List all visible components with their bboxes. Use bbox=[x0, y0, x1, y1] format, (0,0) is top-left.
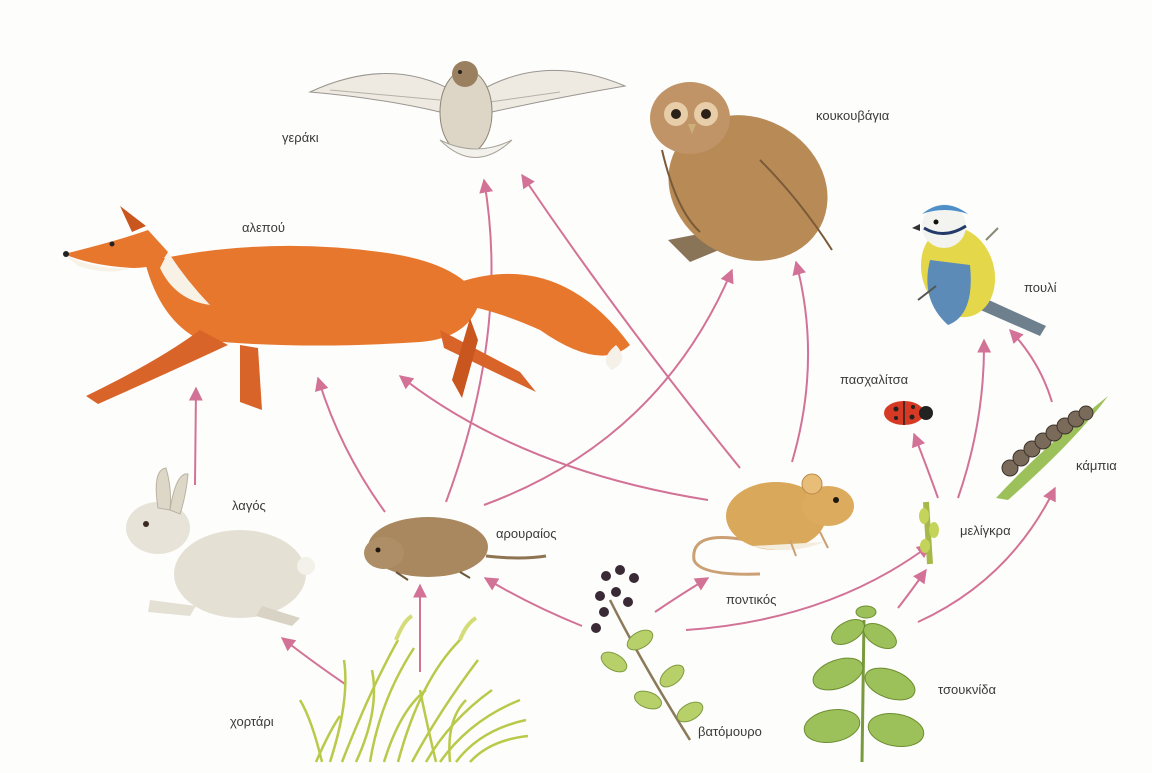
blue-tit-icon bbox=[910, 204, 1046, 336]
label-fox: αλεπού bbox=[242, 220, 285, 235]
arrow-blackberry-to-mouse bbox=[655, 578, 708, 612]
caterpillar-icon bbox=[996, 396, 1108, 500]
grass-icon bbox=[300, 616, 528, 762]
arrow-blackberry-to-vole bbox=[485, 578, 582, 626]
hare-icon bbox=[126, 468, 315, 626]
mouse-icon bbox=[694, 474, 854, 574]
arrow-vole-to-fox bbox=[318, 378, 385, 512]
blackberry-icon bbox=[591, 565, 706, 740]
ladybird-icon bbox=[884, 401, 933, 425]
arrow-grass-to-hare bbox=[282, 638, 345, 684]
arrow-mouse-to-owl bbox=[792, 262, 808, 462]
arrow-aphid-to-bird bbox=[958, 340, 984, 498]
arrow-aphid-to-ladybird bbox=[914, 434, 938, 498]
arrow-caterpillar-to-bird bbox=[1010, 330, 1052, 402]
arrow-mouse-to-fox bbox=[400, 376, 708, 500]
label-vole: αρουραίος bbox=[496, 526, 557, 541]
aphid-icon bbox=[919, 502, 939, 564]
arrow-hare-to-fox bbox=[195, 388, 196, 485]
label-aphid: μελίγκρα bbox=[960, 523, 1011, 538]
label-hare: λαγός bbox=[232, 498, 266, 513]
label-falcon: γεράκι bbox=[282, 130, 319, 145]
falcon-icon bbox=[310, 61, 625, 158]
label-nettle: τσουκνίδα bbox=[938, 682, 996, 697]
arrow-nettle-to-caterpillar bbox=[918, 488, 1055, 622]
label-blackberry: βατόμουρο bbox=[698, 724, 762, 739]
fox-icon bbox=[63, 206, 630, 410]
arrow-blackberry-to-aphid bbox=[686, 545, 930, 630]
arrow-nettle-to-aphid bbox=[898, 570, 926, 608]
label-grass: χορτάρι bbox=[230, 714, 274, 729]
label-bird: πουλί bbox=[1024, 280, 1057, 295]
label-mouse: ποντικός bbox=[726, 592, 776, 607]
label-owl: κουκουβάγια bbox=[816, 108, 890, 123]
label-ladybird: πασχαλίτσα bbox=[840, 372, 909, 387]
label-caterpillar: κάμπια bbox=[1076, 458, 1117, 473]
nettle-icon bbox=[802, 606, 927, 762]
